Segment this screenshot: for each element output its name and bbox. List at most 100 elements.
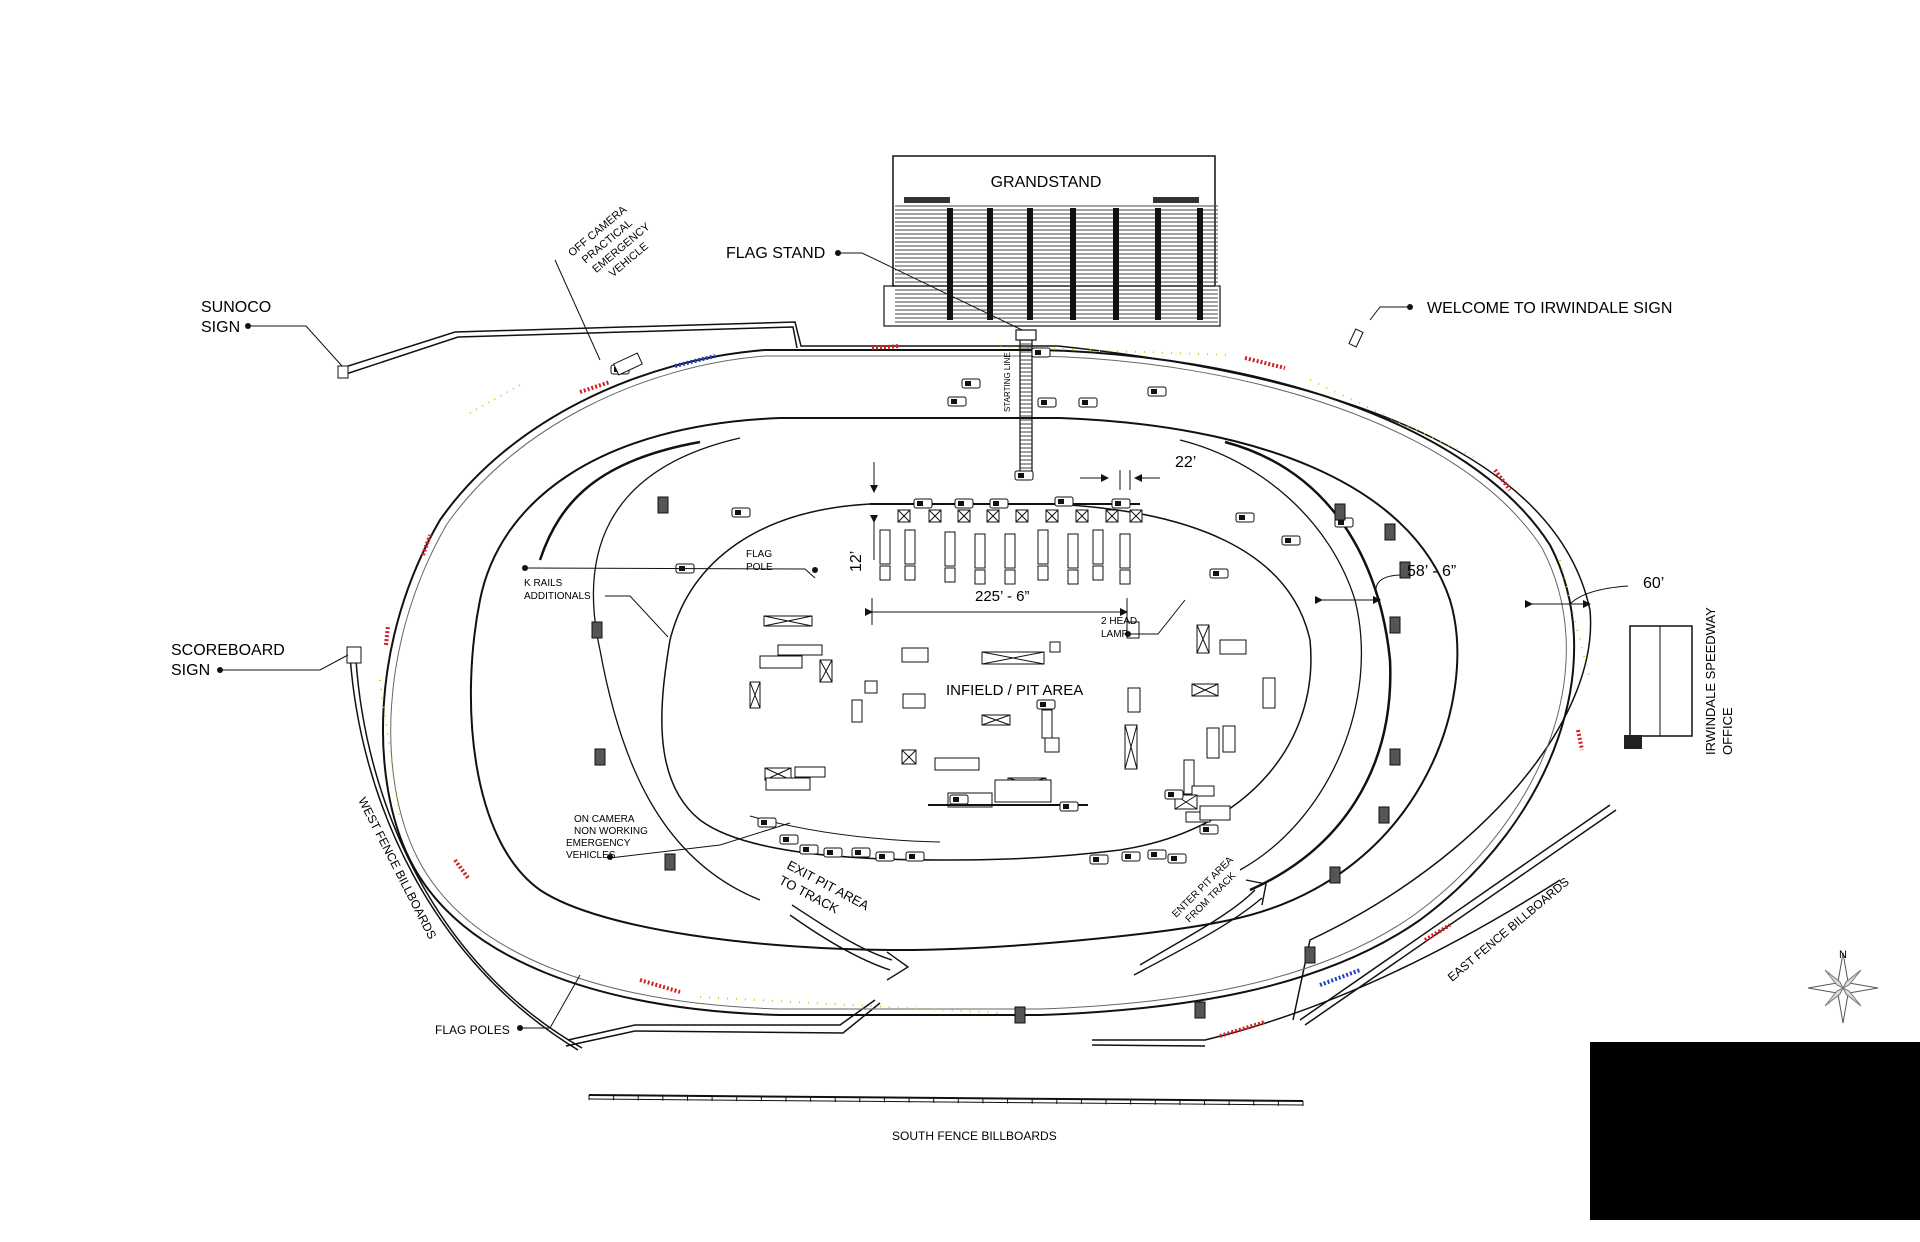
equipment-item: [1044, 737, 1060, 753]
pit-truck: [879, 529, 891, 581]
equipment-item: [765, 777, 811, 791]
equipment-item: [749, 681, 761, 709]
golf-cart-icon: [799, 844, 819, 855]
redaction-block: [1590, 1042, 1920, 1220]
dimension-lines: [865, 462, 1629, 625]
equipment-item: [1222, 725, 1236, 753]
equipment-item: [819, 659, 833, 683]
compass-rose-icon: [1807, 952, 1879, 1024]
pit-truck: [1119, 533, 1131, 585]
barrier-segments: [379, 344, 1591, 1038]
pit-truck: [1004, 533, 1016, 585]
equipment-item: [1196, 624, 1210, 654]
pit-truck: [1092, 529, 1104, 581]
golf-cart-icon: [1059, 801, 1079, 812]
flag-pole-label-1: FLAG: [746, 549, 772, 560]
infield-equipment: [749, 615, 1276, 823]
on-camera-label-4: VEHICLES: [566, 850, 616, 861]
pit-truck: [974, 533, 986, 585]
equipment-item: [981, 714, 1011, 726]
leader-lines: [220, 252, 1410, 1029]
k-rail-marker: [1399, 561, 1411, 579]
track-outer-wall: [382, 349, 1576, 1016]
golf-cart-icon: [1121, 851, 1141, 862]
golf-cart-icon: [757, 817, 777, 828]
off-camera-label: OFF CAMERA PRACTICAL EMERGENCY VEHICLE: [566, 203, 653, 280]
golf-cart-icon: [1037, 397, 1057, 408]
equipment-item: [1206, 727, 1220, 759]
leader-dots: [217, 250, 1413, 1031]
dimension-60: 60’: [1643, 575, 1664, 592]
pit-truck: [944, 531, 956, 583]
scoreboard-sign-label-1: SCOREBOARD: [171, 642, 285, 659]
equipment-item: [1219, 639, 1247, 655]
k-rail-marker: [594, 748, 606, 766]
pit-crate: [928, 509, 942, 523]
speedway-office: [1624, 625, 1693, 749]
grandstand-label: GRANDSTAND: [991, 174, 1102, 191]
golf-cart-icon: [1235, 512, 1255, 523]
golf-cart-icon: [1031, 347, 1051, 358]
golf-cart-icon: [1167, 853, 1187, 864]
welcome-sign-label: WELCOME TO IRWINDALE SIGN: [1427, 300, 1672, 317]
golf-cart-icon: [913, 498, 933, 509]
on-camera-label-1: ON CAMERA: [574, 814, 635, 825]
golf-cart-icon: [1199, 824, 1219, 835]
south-fence-label: SOUTH FENCE BILLBOARDS: [892, 1129, 1057, 1143]
golf-cart-icon: [823, 847, 843, 858]
k-rail-marker: [1389, 748, 1401, 766]
equipment-item: [1199, 805, 1231, 821]
golf-cart-icon: [947, 396, 967, 407]
flag-pole-label-2: POLE: [746, 562, 773, 573]
golf-cart-icon: [1147, 849, 1167, 860]
equipment-item: [1191, 785, 1215, 797]
enter-pit-arrow: [1133, 879, 1267, 976]
golf-cart-icon: [1147, 386, 1167, 397]
pit-crate: [986, 509, 1000, 523]
pit-crate: [1129, 509, 1143, 523]
equipment-item: [1262, 677, 1276, 709]
starting-line-label: STARTING LINE: [1003, 352, 1012, 412]
compass-north-label: N: [1839, 949, 1847, 961]
k-rail-marker: [1329, 866, 1341, 884]
pit-crate: [897, 509, 911, 523]
golf-cart-icon: [949, 794, 969, 805]
golf-cart-icon: [1111, 498, 1131, 509]
exit-pit-label: EXIT PIT AREA TO TRACK: [777, 857, 872, 916]
pit-crate: [1015, 509, 1029, 523]
welcome-sign-marker: [1348, 328, 1364, 348]
equipment-item: [759, 655, 803, 669]
golf-cart-icon: [731, 507, 751, 518]
equipment-item: [763, 615, 813, 627]
golf-cart-icon: [1164, 789, 1184, 800]
k-rail-marker: [1389, 616, 1401, 634]
golf-cart-icon: [1036, 699, 1056, 710]
pit-truck: [904, 529, 916, 581]
scoreboard-sign-label-2: SIGN: [171, 662, 210, 679]
emergency-vehicle-icon: [613, 352, 643, 376]
sunoco-sign-label-1: SUNOCO: [201, 299, 271, 316]
golf-cart-icon: [851, 847, 871, 858]
k-rail-marker: [657, 496, 669, 514]
k-rail-marker: [1384, 523, 1396, 541]
south-fence: [588, 1094, 1304, 1106]
equipment-item: [851, 699, 863, 723]
svg-text:EAST FENCE BILLBOARDS: EAST FENCE BILLBOARDS: [1445, 875, 1572, 985]
west-fence-label: WEST FENCE BILLBOARDS: [355, 795, 439, 941]
equipment-item: [1191, 683, 1219, 697]
golf-cart-icon: [1281, 535, 1301, 546]
pit-boxes: [870, 503, 1143, 585]
svg-text:IRWINDALE SPEEDWAY: IRWINDALE SPEEDWAY: [1703, 607, 1718, 755]
pit-crate: [1045, 509, 1059, 523]
k-rail-marker: [1014, 1006, 1026, 1024]
golf-cart-icon: [989, 498, 1009, 509]
exit-pit-arrow: [789, 904, 910, 981]
equipment-item: [902, 693, 926, 709]
on-camera-label-2: NON WORKING: [574, 826, 648, 837]
head-lamp-label-2: LAMP: [1101, 629, 1129, 640]
equipment-item: [864, 680, 878, 694]
equipment-item: [901, 749, 917, 765]
equipment-item: [1049, 641, 1061, 653]
grandstand: [883, 155, 1221, 327]
